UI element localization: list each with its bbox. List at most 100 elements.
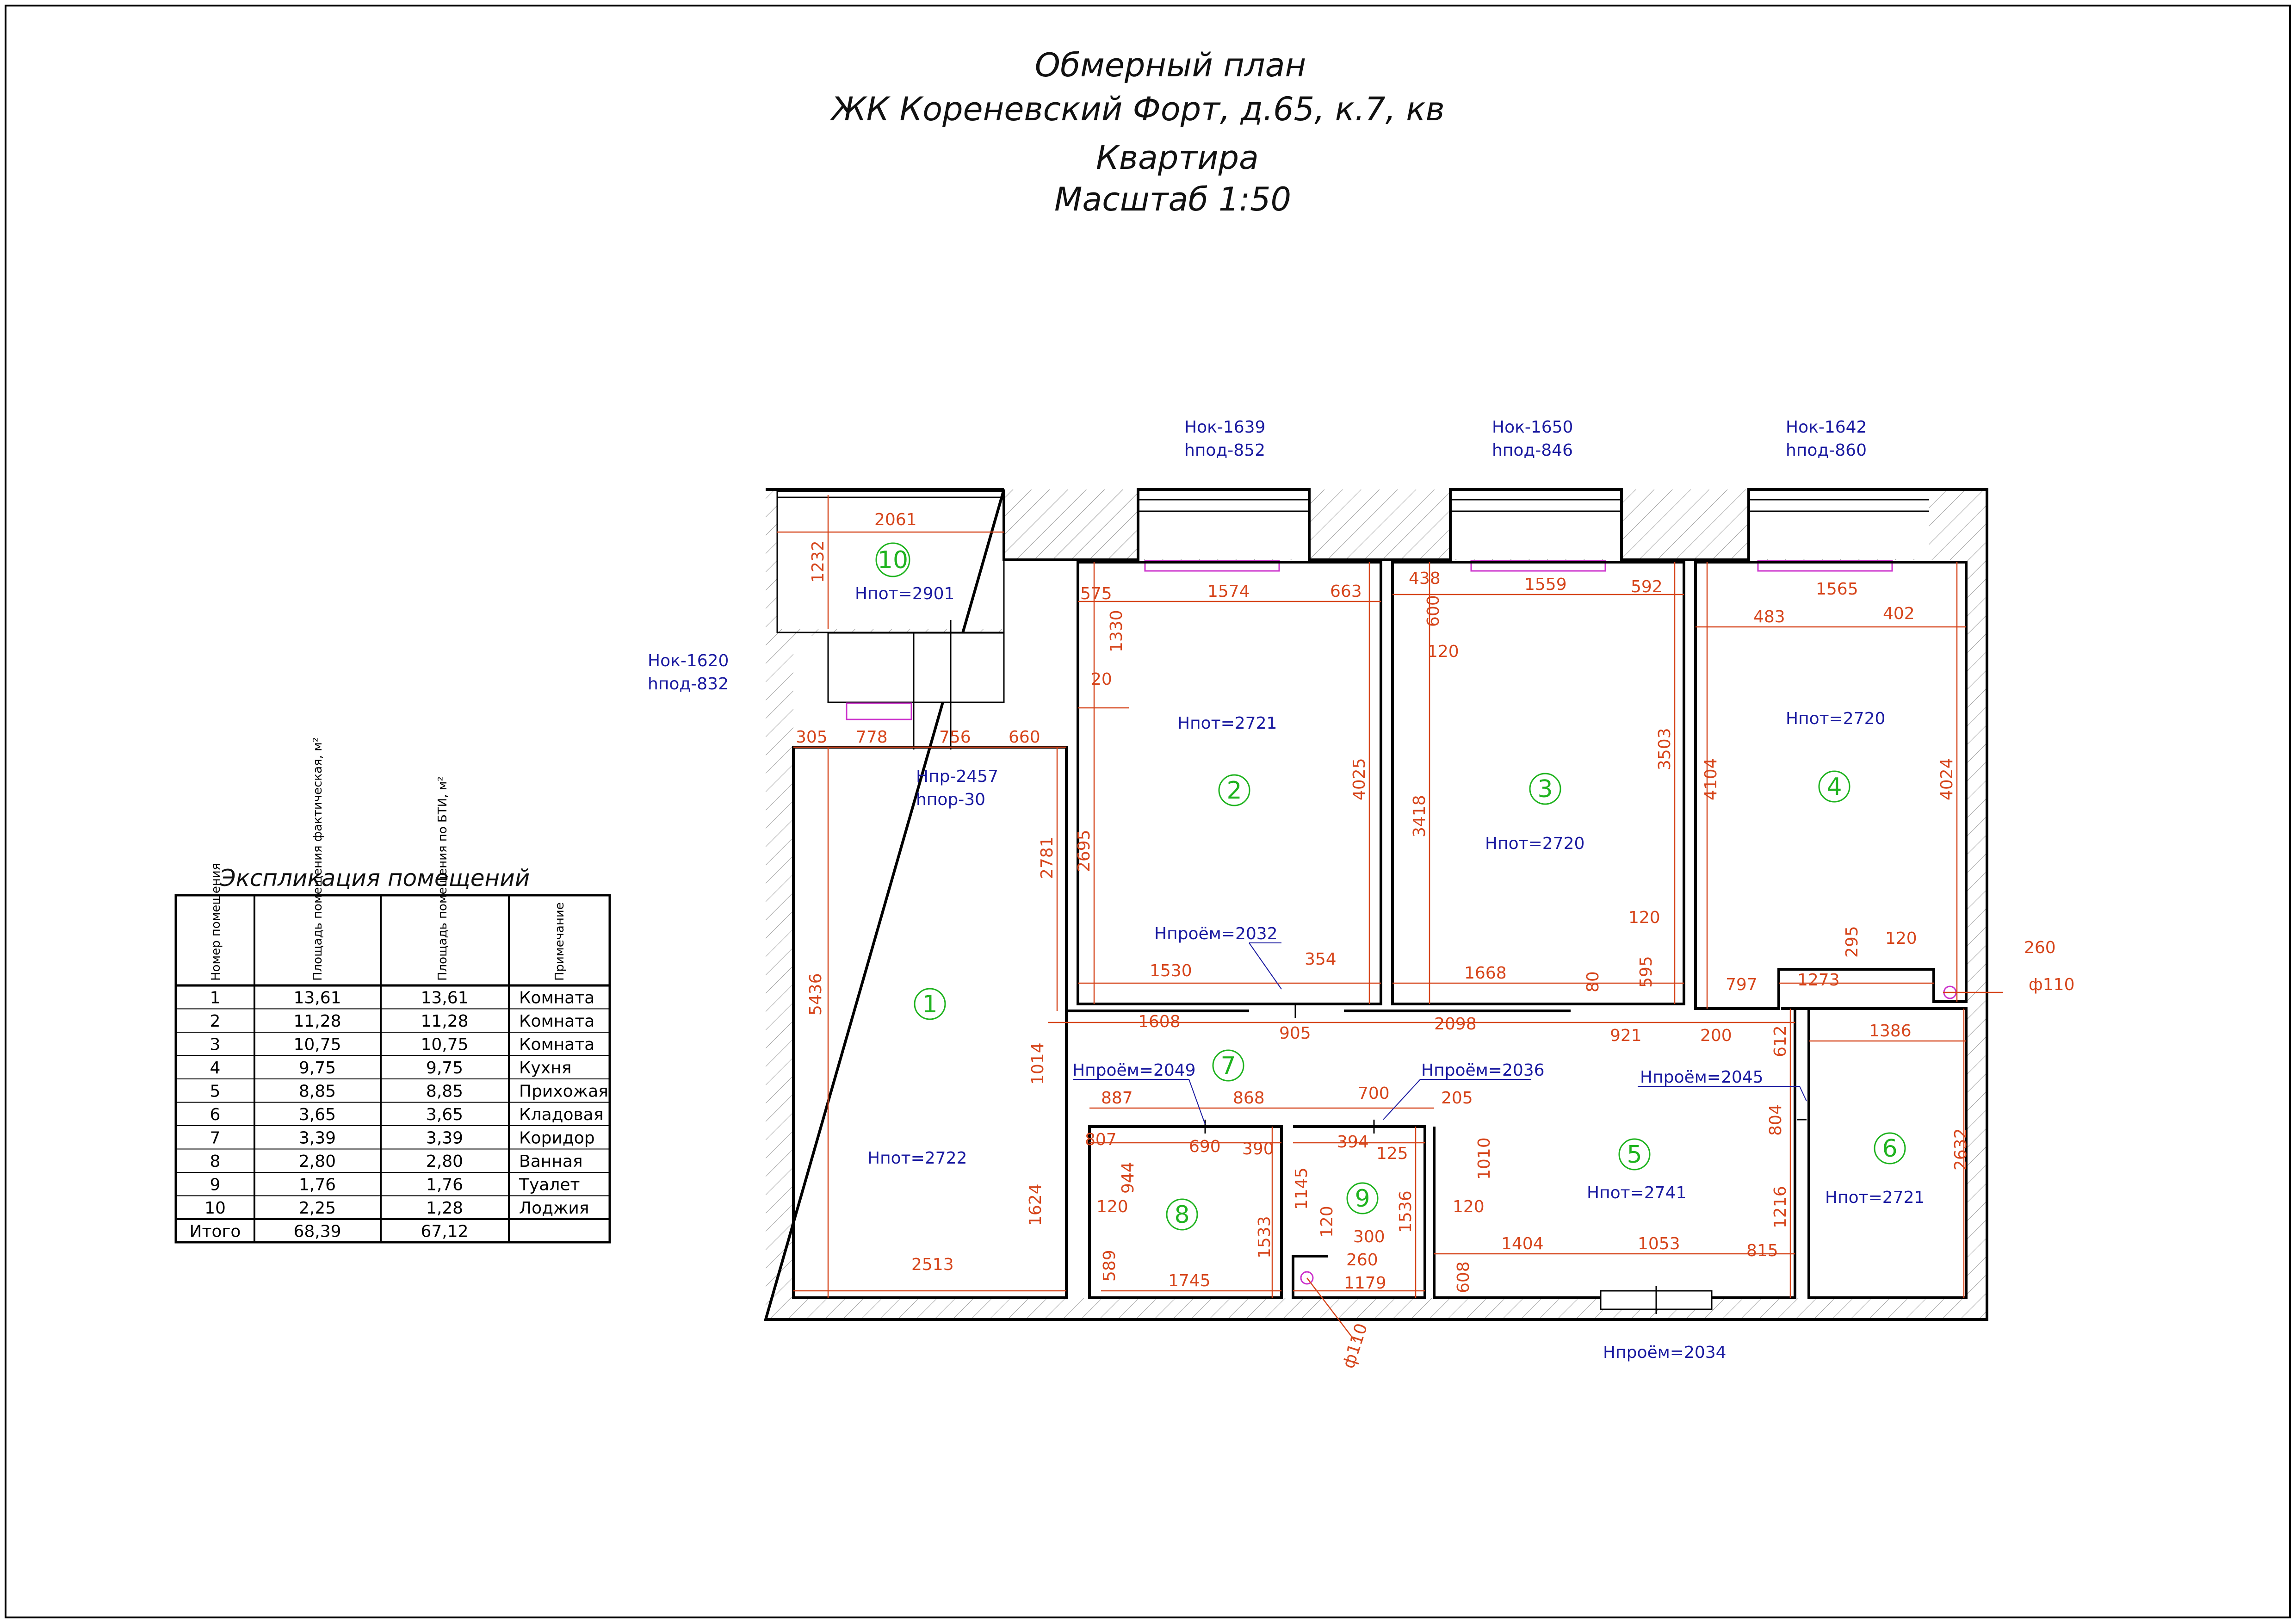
svg-text:260: 260 <box>1346 1251 1378 1270</box>
table-cell: Кладовая <box>519 1105 603 1124</box>
svg-text:575: 575 <box>1080 584 1112 603</box>
table-cell: 13,61 <box>421 989 468 1008</box>
table-cell: 8,85 <box>426 1082 463 1101</box>
window-3-sill: hпод-860 <box>1786 441 1867 460</box>
svg-text:20: 20 <box>1091 670 1112 689</box>
room-5-height: Нпот=2741 <box>1587 1183 1686 1202</box>
table-cell: 11,28 <box>293 1012 341 1031</box>
table-cell: 10,75 <box>293 1035 341 1054</box>
table-cell: Ванная <box>519 1152 583 1171</box>
room-number-markers: 1 2 3 4 5 6 7 8 9 10 <box>875 542 1906 1231</box>
table-cell: Лоджия <box>519 1199 589 1218</box>
svg-text:1530: 1530 <box>1150 961 1192 980</box>
room-8-number: 8 <box>1174 1201 1189 1229</box>
svg-text:120: 120 <box>1453 1197 1485 1216</box>
table-cell: Комната <box>519 1012 594 1031</box>
balcony-door-threshold: hпор-30 <box>916 790 985 809</box>
svg-text:4024: 4024 <box>1937 758 1956 800</box>
room-1-outline <box>792 746 1068 1299</box>
svg-text:1330: 1330 <box>1107 610 1126 652</box>
window-1-sill: hпод-852 <box>1184 441 1265 460</box>
explication-caption: Экспликация помещений <box>219 865 530 892</box>
table-cell: Кухня <box>519 1059 571 1078</box>
svg-text:120: 120 <box>1885 929 1917 948</box>
svg-text:4025: 4025 <box>1350 758 1369 800</box>
svg-text:1559: 1559 <box>1524 575 1567 594</box>
title-line-2: ЖК Кореневский Форт, д.65, к.7, кв <box>829 90 1445 128</box>
window-strip-top <box>1138 489 1929 559</box>
svg-text:483: 483 <box>1753 607 1785 626</box>
svg-text:1216: 1216 <box>1771 1186 1790 1228</box>
sheet-frame <box>5 5 2291 1618</box>
room-2-outline <box>1077 561 1382 1005</box>
svg-text:690: 690 <box>1189 1137 1221 1156</box>
dimension-lines <box>777 495 2003 1342</box>
table-cell: 1 <box>210 989 221 1008</box>
outer-contour <box>764 488 1988 1321</box>
room-2-number: 2 <box>1226 777 1242 805</box>
svg-text:205: 205 <box>1441 1089 1473 1108</box>
svg-text:260: 260 <box>2024 938 2056 957</box>
room-9-number: 9 <box>1355 1185 1370 1213</box>
svg-text:1574: 1574 <box>1207 582 1250 601</box>
svg-text:300: 300 <box>1353 1227 1385 1246</box>
pier-0 <box>1004 489 1138 560</box>
table-cell: 10,75 <box>421 1035 468 1054</box>
svg-text:804: 804 <box>1766 1104 1785 1136</box>
title-line-4: Масштаб 1:50 <box>1054 180 1291 218</box>
svg-text:595: 595 <box>1637 956 1656 988</box>
svg-text:354: 354 <box>1305 950 1337 969</box>
svg-text:868: 868 <box>1233 1089 1265 1108</box>
svg-text:3418: 3418 <box>1410 795 1429 837</box>
pier-2 <box>1621 489 1749 560</box>
window-3-height: Нок-1642 <box>1786 418 1867 437</box>
table-cell: 13,61 <box>293 989 341 1008</box>
pipe-label-1: ф110 <box>2029 975 2075 994</box>
svg-text:944: 944 <box>1119 1162 1138 1194</box>
svg-text:1624: 1624 <box>1026 1183 1045 1226</box>
svg-text:120: 120 <box>1427 642 1459 661</box>
table-cell: 2,25 <box>299 1199 336 1218</box>
svg-text:305: 305 <box>796 728 828 747</box>
svg-text:778: 778 <box>856 728 888 747</box>
table-cell: 6 <box>210 1105 221 1124</box>
svg-text:815: 815 <box>1746 1241 1778 1260</box>
window-1-height: Нок-1639 <box>1184 418 1265 437</box>
room-3-outline <box>1391 561 1685 1005</box>
opening-2032: Нпроём=2032 <box>1154 924 1278 943</box>
svg-text:200: 200 <box>1700 1026 1732 1045</box>
svg-text:589: 589 <box>1100 1250 1119 1282</box>
svg-text:921: 921 <box>1610 1026 1642 1045</box>
table-cell: 9 <box>210 1176 221 1195</box>
table-cell: 10 <box>204 1199 226 1218</box>
room-10-height: Нпот=2901 <box>855 584 954 603</box>
room-4-number: 4 <box>1826 773 1842 801</box>
svg-text:663: 663 <box>1330 582 1362 601</box>
svg-text:2695: 2695 <box>1075 830 1094 872</box>
table-cell: 2 <box>210 1012 221 1031</box>
svg-text:1565: 1565 <box>1816 580 1858 599</box>
opening-2036: Нпроём=2036 <box>1421 1061 1545 1080</box>
svg-text:1010: 1010 <box>1475 1137 1494 1180</box>
room-1-height: Нпот=2722 <box>867 1149 967 1168</box>
opening-2045: Нпроём=2045 <box>1640 1068 1764 1087</box>
room-4-height: Нпот=2720 <box>1786 709 1885 728</box>
table-cell: 7 <box>210 1129 221 1148</box>
window-2-height: Нок-1650 <box>1492 418 1573 437</box>
svg-text:1745: 1745 <box>1168 1271 1211 1290</box>
svg-text:402: 402 <box>1883 604 1915 623</box>
room-5-outline <box>1433 1009 1796 1299</box>
svg-text:3503: 3503 <box>1655 728 1674 770</box>
table-cell: 3,65 <box>299 1105 336 1124</box>
table-cell: 8,85 <box>299 1082 336 1101</box>
table-cell: Коридор <box>519 1129 595 1148</box>
svg-text:700: 700 <box>1358 1084 1390 1103</box>
room-6-height: Нпот=2721 <box>1825 1188 1925 1207</box>
table-cell: Туалет <box>519 1176 580 1195</box>
header-area-actual: Площадь помещения фактическая, м² <box>311 737 325 981</box>
svg-text:2632: 2632 <box>1951 1128 1970 1171</box>
pipe-label-2: ф110 <box>1339 1321 1372 1370</box>
room-10-number: 10 <box>878 546 908 574</box>
svg-text:1053: 1053 <box>1638 1234 1680 1253</box>
